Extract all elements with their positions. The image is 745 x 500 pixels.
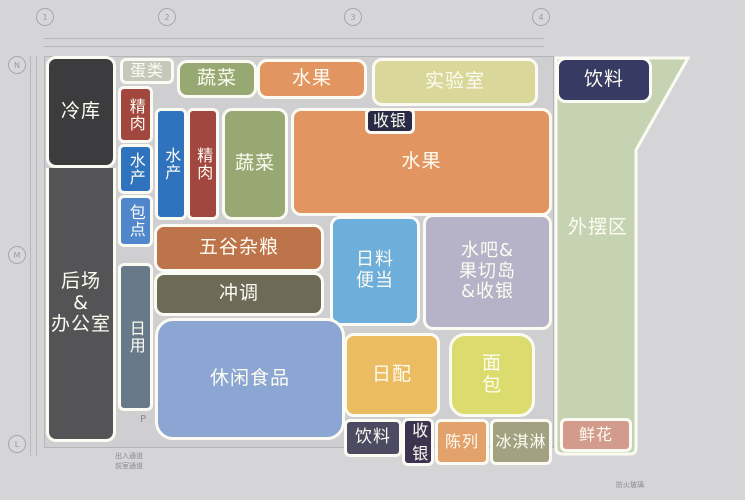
- zone-daily-use-label: 日用: [126, 320, 146, 354]
- zone-grains: 五谷杂粮: [154, 224, 324, 272]
- zone-meat-left-label: 精肉: [126, 97, 146, 132]
- zone-bakery-left: 包点: [118, 195, 153, 247]
- dimension-line: [30, 56, 31, 456]
- dimension-line: [44, 38, 544, 39]
- zone-daily-use: 日用: [118, 263, 153, 411]
- zone-cashier-bottom-label: 收 银: [409, 421, 429, 463]
- zone-flowers: 鲜花: [560, 418, 632, 452]
- axis-bubble-col-1: 1: [36, 8, 54, 26]
- zone-bread: 面 包: [449, 333, 535, 417]
- entrance-marker: P: [140, 414, 147, 425]
- axis-bubble-col-4: 4: [532, 8, 550, 26]
- zone-vegetables-top: 蔬菜: [177, 60, 257, 98]
- axis-bubble-row-l: L: [8, 435, 26, 453]
- zone-ice-cream: 冰淇淋: [490, 419, 552, 465]
- zone-seafood-mid: 水产: [155, 108, 187, 220]
- zone-fruit-top: 水果: [257, 59, 367, 99]
- zone-bakery-left-label: 包点: [126, 204, 146, 238]
- zone-outdoor-label: 外摆区: [567, 216, 628, 238]
- axis-bubble-col-3: 3: [344, 8, 362, 26]
- axis-bubble-col-2: 2: [158, 8, 176, 26]
- zone-display: 陈列: [435, 419, 489, 465]
- zone-juice-bar: 水吧& 果切岛 &收银: [423, 214, 552, 330]
- zone-meat-mid: 精肉: [187, 108, 219, 220]
- zone-japanese-bento: 日料 便当: [330, 216, 420, 326]
- axis-bubble-row-n: N: [8, 56, 26, 74]
- zone-seafood-left: 水产: [118, 144, 153, 194]
- zone-cashier-top: 收银: [365, 108, 415, 134]
- zone-drinks-bottom: 饮料: [344, 419, 402, 457]
- zone-cold-storage: 冷库: [46, 56, 116, 168]
- bottom-label-1: 出入通道: [115, 452, 143, 460]
- zone-fruit-main: 水果: [291, 108, 552, 216]
- zone-seafood-left-label: 水产: [126, 152, 146, 186]
- zone-snacks: 休闲食品: [155, 318, 345, 440]
- zone-drinks-top: 饮料: [556, 57, 652, 103]
- zone-cashier-bottom: 收 银: [402, 418, 434, 466]
- zone-backroom-office: 后场 & 办公室: [46, 168, 116, 442]
- axis-bubble-row-m: M: [8, 246, 26, 264]
- bottom-label-2: 前室通道: [115, 462, 143, 470]
- zone-meat-left: 精肉: [118, 86, 153, 143]
- zone-lab: 实验室: [372, 58, 538, 106]
- dimension-line: [44, 46, 544, 47]
- zone-meat-mid-label: 精肉: [194, 147, 214, 181]
- zone-eggs: 蛋类: [120, 58, 174, 84]
- zone-beverage-mix: 冲调: [154, 272, 324, 316]
- zone-daily-goods: 日配: [344, 333, 440, 417]
- zone-vegetables-mid: 蔬菜: [222, 108, 288, 220]
- dimension-line: [36, 56, 37, 456]
- zone-seafood-mid-label: 水产: [162, 147, 182, 181]
- bottom-right-label: 防火玻璃: [616, 481, 644, 489]
